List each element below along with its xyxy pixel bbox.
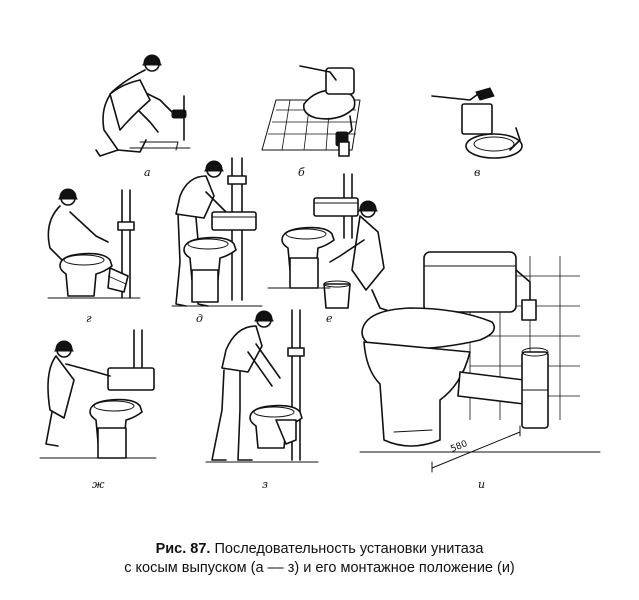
caption-line-2: с косым выпуском (а –– з) и его монтажно…: [124, 560, 515, 576]
panel-label-g: г: [86, 312, 92, 325]
panel-z-drawing: [205, 309, 319, 463]
caption-line-1: Рис. 87. Последовательность установки ун…: [0, 540, 639, 559]
cistern: [423, 251, 517, 313]
caption-text-1: Последовательность установки унитаза: [214, 541, 484, 557]
panel-d-drawing: [171, 157, 263, 307]
panel-label-a: а: [144, 166, 151, 179]
figure-caption: Рис. 87. Последовательность установки ун…: [0, 540, 639, 578]
panel-label-d: д: [196, 312, 203, 325]
panel-i-drawing: [359, 251, 601, 473]
figure-number: Рис. 87.: [155, 541, 211, 557]
panel-g-drawing: [47, 188, 141, 299]
toilet-seat: [361, 307, 496, 350]
dimension-line: [431, 431, 521, 469]
panel-label-z: з: [262, 478, 268, 491]
outlet-pipe: [457, 371, 525, 405]
panel-label-v: в: [474, 166, 480, 179]
panel-label-b: б: [298, 166, 305, 179]
panel-a-drawing: [95, 54, 191, 157]
panel-label-i: и: [478, 478, 485, 491]
panel-label-e: е: [326, 312, 333, 325]
panel-label-zh: ж: [92, 478, 105, 491]
panel-b-drawing: [261, 65, 361, 157]
panel-zh-drawing: [39, 329, 157, 459]
panel-v-drawing: [431, 87, 523, 159]
panel-e-drawing: [267, 173, 393, 313]
